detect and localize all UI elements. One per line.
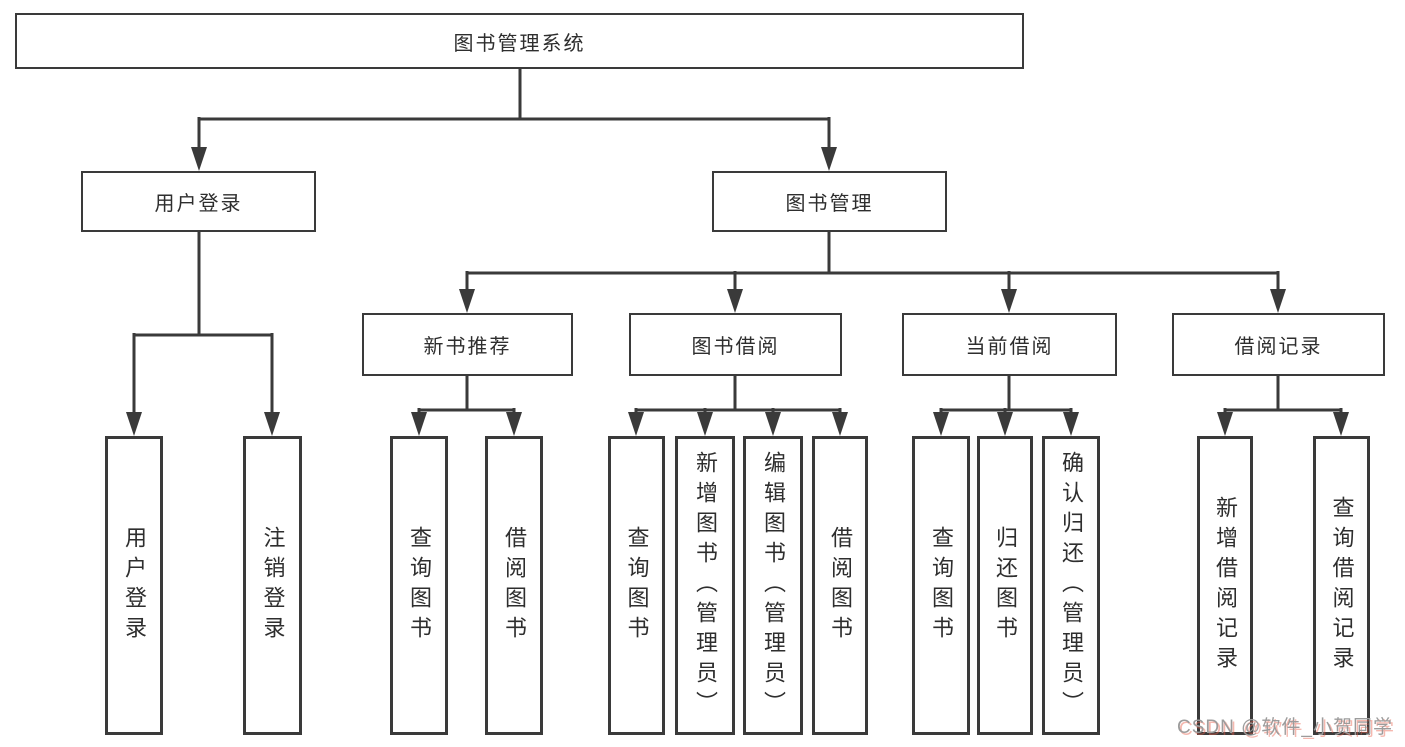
leaf-logout-label: 注销登录 — [260, 525, 286, 646]
connector-userlogin-to-leaves — [132, 232, 274, 415]
leaf-borrow-books-recommend: 借阅图书 — [485, 436, 543, 735]
leaf-add-books-admin: 新增图书（管理员） — [675, 436, 735, 735]
node-user-login: 用户登录 — [81, 171, 316, 232]
arrowhead — [126, 412, 142, 436]
leaf-query-books-borrow: 查询图书 — [608, 436, 665, 735]
arrowhead — [832, 412, 848, 436]
node-new-book-recommend: 新书推荐 — [362, 313, 573, 376]
arrowhead — [1270, 289, 1286, 313]
leaf-add-borrow-record: 新增借阅记录 — [1197, 436, 1253, 735]
leaf-query-books-current-label: 查询图书 — [929, 525, 954, 646]
arrowhead — [821, 147, 837, 171]
connector-current-to-leaves — [939, 376, 1073, 416]
leaf-borrow-books-recommend-label: 借阅图书 — [502, 525, 527, 646]
leaf-query-books-recommend-label: 查询图书 — [407, 525, 432, 646]
arrowhead — [727, 289, 743, 313]
arrowhead — [1217, 412, 1233, 436]
arrowhead — [1063, 412, 1079, 436]
leaf-return-books-label: 归还图书 — [993, 525, 1018, 646]
arrowhead — [697, 412, 713, 436]
node-book-borrow: 图书借阅 — [629, 313, 842, 376]
arrowhead — [1001, 289, 1017, 313]
arrowhead — [264, 412, 280, 436]
leaf-query-books-borrow-label: 查询图书 — [624, 525, 650, 646]
node-root: 图书管理系统 — [15, 13, 1024, 69]
arrowhead — [191, 147, 207, 171]
leaf-user-login: 用户登录 — [105, 436, 163, 735]
connector-root-to-level2 — [197, 69, 831, 150]
node-new-book-recommend-label: 新书推荐 — [423, 336, 512, 358]
arrowhead — [459, 289, 475, 313]
arrowhead-group — [126, 147, 1349, 436]
leaf-logout: 注销登录 — [243, 436, 302, 735]
connector-records-to-leaves — [1223, 376, 1343, 416]
arrowhead — [997, 412, 1013, 436]
node-book-management: 图书管理 — [712, 171, 947, 232]
leaf-edit-books-admin: 编辑图书（管理员） — [743, 436, 803, 735]
connector-line-group — [132, 69, 1343, 416]
connector-borrow-to-leaves — [634, 376, 842, 416]
leaf-borrow-books-borrow-label: 借阅图书 — [828, 525, 853, 646]
node-current-borrow-label: 当前借阅 — [965, 336, 1054, 358]
leaf-user-login-label: 用户登录 — [122, 525, 147, 646]
node-borrow-records: 借阅记录 — [1172, 313, 1385, 376]
connector-bookmgmt-to-level3 — [465, 232, 1280, 292]
leaf-borrow-books-borrow: 借阅图书 — [812, 436, 868, 735]
leaf-query-borrow-record: 查询借阅记录 — [1313, 436, 1370, 735]
leaf-confirm-return-admin-label: 确认归还（管理员） — [1059, 450, 1084, 721]
connector-recommend-to-leaves — [417, 376, 516, 416]
node-borrow-records-label: 借阅记录 — [1234, 336, 1323, 358]
arrowhead — [1333, 412, 1349, 436]
leaf-add-books-admin-label: 新增图书（管理员） — [693, 450, 718, 721]
node-book-borrow-label: 图书借阅 — [691, 336, 780, 358]
leaf-query-books-current: 查询图书 — [912, 436, 970, 735]
node-book-management-label: 图书管理 — [785, 193, 874, 215]
node-current-borrow: 当前借阅 — [902, 313, 1117, 376]
node-root-label: 图书管理系统 — [453, 32, 586, 55]
leaf-edit-books-admin-label: 编辑图书（管理员） — [761, 450, 786, 721]
arrowhead — [506, 412, 522, 436]
leaf-confirm-return-admin: 确认归还（管理员） — [1042, 436, 1100, 735]
leaf-return-books: 归还图书 — [977, 436, 1033, 735]
arrowhead — [411, 412, 427, 436]
arrowhead — [628, 412, 644, 436]
arrowhead — [933, 412, 949, 436]
leaf-query-borrow-record-label: 查询借阅记录 — [1329, 495, 1355, 676]
node-user-login-label: 用户登录 — [154, 193, 243, 215]
leaf-add-borrow-record-label: 新增借阅记录 — [1213, 495, 1238, 676]
leaf-query-books-recommend: 查询图书 — [390, 436, 448, 735]
arrowhead — [765, 412, 781, 436]
